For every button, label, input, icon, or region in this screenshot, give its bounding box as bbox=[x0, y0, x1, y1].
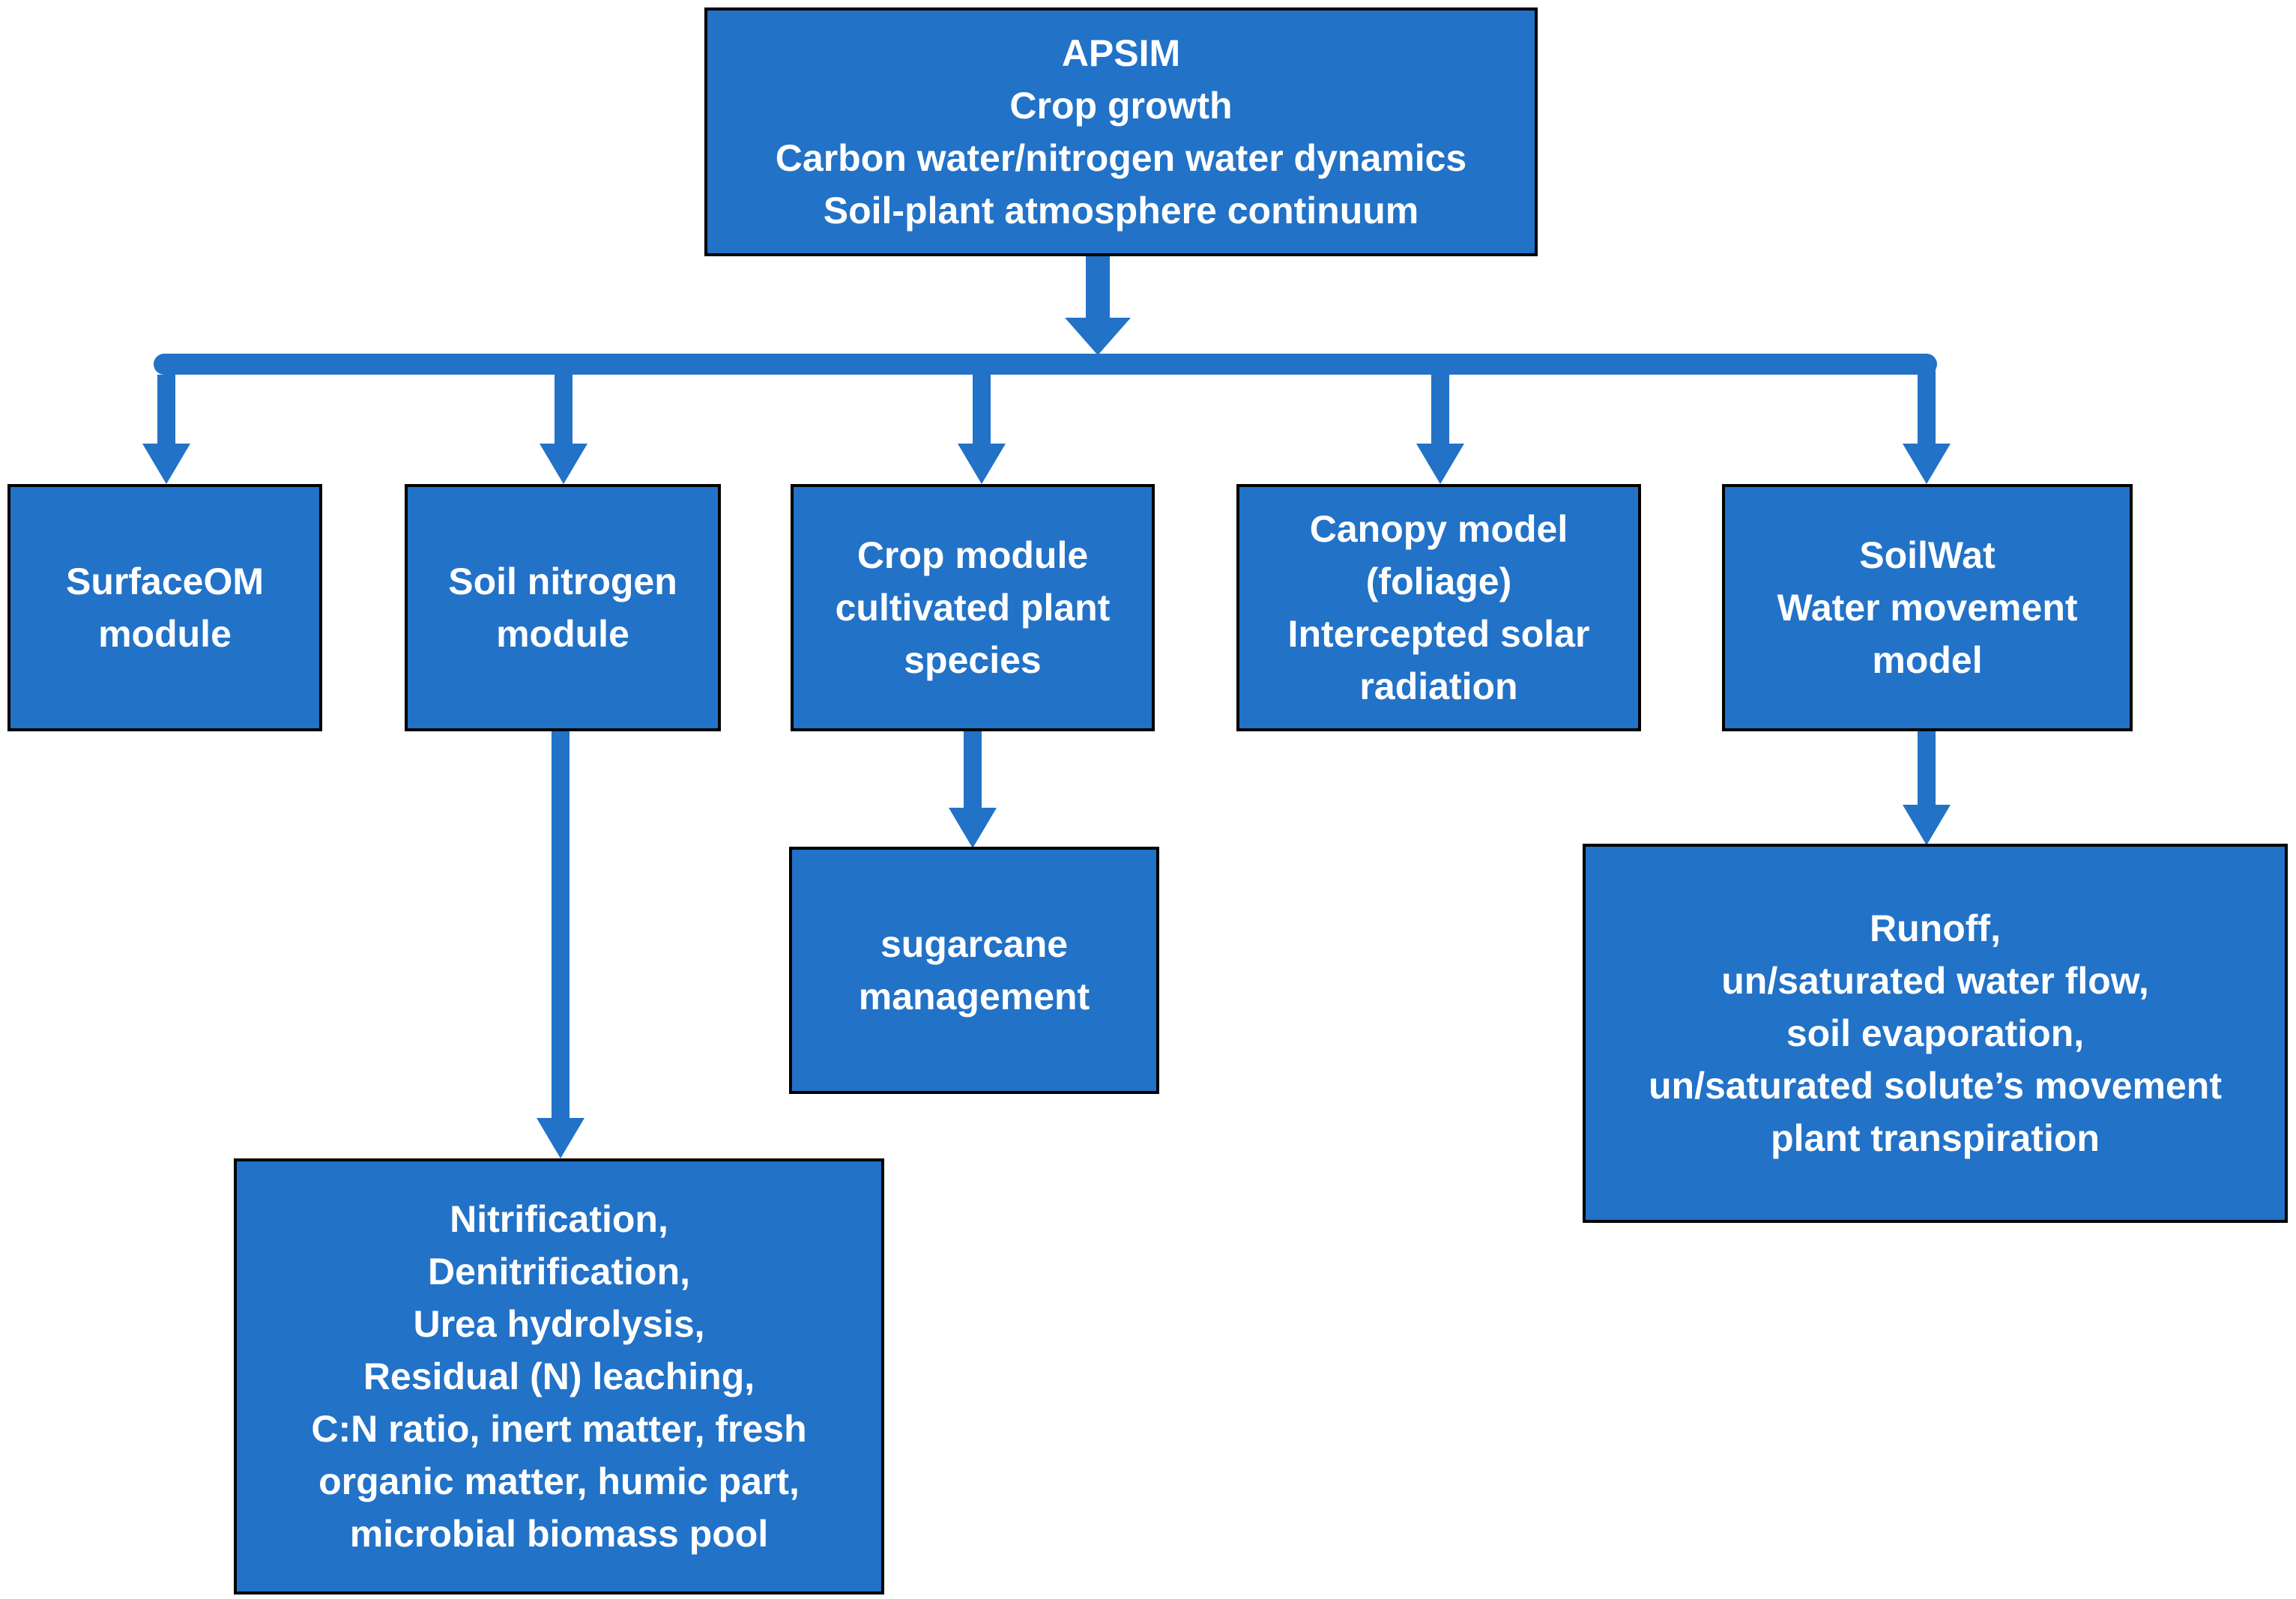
node-line: C:N ratio, inert matter, fresh bbox=[311, 1408, 807, 1450]
node-line: plant transpiration bbox=[1771, 1117, 2100, 1159]
node-soil-nitrogen: Soil nitrogen module bbox=[405, 484, 721, 731]
arrow-branch-soilwat-head-icon bbox=[1903, 444, 1951, 484]
arrow-branch-surfaceom-head-icon bbox=[142, 444, 190, 484]
node-line: cultivated plant bbox=[835, 587, 1111, 629]
arrow-soilnitrogen-nitrification-shaft bbox=[552, 731, 570, 1118]
node-line: management bbox=[858, 976, 1090, 1018]
node-line: sugarcane bbox=[880, 923, 1069, 965]
node-line: module bbox=[496, 613, 629, 655]
node-line: Water movement bbox=[1777, 587, 2078, 629]
node-line: microbial biomass pool bbox=[349, 1513, 769, 1555]
arrow-branch-surfaceom-shaft bbox=[157, 375, 175, 445]
node-line: Carbon water/nitrogen water dynamics bbox=[775, 137, 1467, 179]
arrow-soilwat-runoff-head-icon bbox=[1903, 805, 1951, 845]
arrow-cropmodule-sugarcane-head-icon bbox=[949, 808, 997, 848]
node-line: un/saturated solute’s movement bbox=[1649, 1065, 2222, 1107]
arrow-branch-cropmodule-shaft bbox=[973, 375, 991, 445]
node-line: module bbox=[98, 613, 232, 655]
arrow-cropmodule-sugarcane-shaft bbox=[964, 731, 982, 809]
node-line: Crop module bbox=[857, 534, 1089, 576]
node-line: Denitrification, bbox=[427, 1251, 691, 1293]
arrow-soilnitrogen-nitrification-head-icon bbox=[537, 1118, 584, 1158]
node-line: SoilWat bbox=[1859, 534, 1996, 576]
arrow-apsim-shaft bbox=[1086, 256, 1110, 319]
node-nitrification: Nitrification, Denitrification, Urea hyd… bbox=[234, 1158, 884, 1595]
node-line: Crop growth bbox=[1009, 85, 1233, 127]
arrow-branch-soilnitrogen-shaft bbox=[555, 375, 573, 445]
node-canopy: Canopy model (foliage) Intercepted solar… bbox=[1236, 484, 1641, 731]
node-line: radiation bbox=[1359, 665, 1518, 707]
node-soilwat: SoilWat Water movement model bbox=[1722, 484, 2133, 731]
node-line: Residual (N) leaching, bbox=[363, 1355, 755, 1397]
node-line: model bbox=[1872, 639, 1983, 681]
node-surface-om: SurfaceOM module bbox=[7, 484, 322, 731]
arrow-branch-cropmodule-head-icon bbox=[958, 444, 1006, 484]
arrow-branch-soilnitrogen-head-icon bbox=[540, 444, 587, 484]
arrow-branch-canopy-head-icon bbox=[1416, 444, 1464, 484]
node-line: Intercepted solar bbox=[1287, 613, 1590, 655]
arrow-apsim-head-icon bbox=[1065, 318, 1131, 355]
node-line: Nitrification, bbox=[450, 1198, 668, 1240]
node-line: SurfaceOM bbox=[66, 560, 264, 602]
node-sugarcane: sugarcane management bbox=[789, 847, 1159, 1094]
node-line: (foliage) bbox=[1365, 560, 1512, 602]
node-runoff: Runoff, un/saturated water flow, soil ev… bbox=[1583, 844, 2288, 1223]
node-line: Canopy model bbox=[1309, 508, 1568, 550]
arrow-soilwat-runoff-shaft bbox=[1918, 731, 1936, 806]
node-apsim: APSIM Crop growth Carbon water/nitrogen … bbox=[704, 7, 1538, 256]
node-line: APSIM bbox=[1061, 32, 1181, 74]
arrow-branch-canopy-shaft bbox=[1431, 375, 1449, 445]
node-line: Soil-plant atmosphere continuum bbox=[823, 190, 1419, 232]
branch-line bbox=[154, 354, 1937, 375]
node-crop-module: Crop module cultivated plant species bbox=[791, 484, 1155, 731]
node-line: species bbox=[904, 639, 1042, 681]
arrow-branch-soilwat-shaft bbox=[1918, 366, 1936, 445]
node-line: organic matter, humic part, bbox=[318, 1460, 800, 1502]
node-line: Urea hydrolysis, bbox=[413, 1303, 705, 1345]
node-line: Runoff, bbox=[1870, 907, 2001, 949]
node-line: un/saturated water flow, bbox=[1721, 960, 2149, 1002]
node-line: soil evaporation, bbox=[1786, 1012, 2085, 1054]
node-line: Soil nitrogen bbox=[448, 560, 677, 602]
